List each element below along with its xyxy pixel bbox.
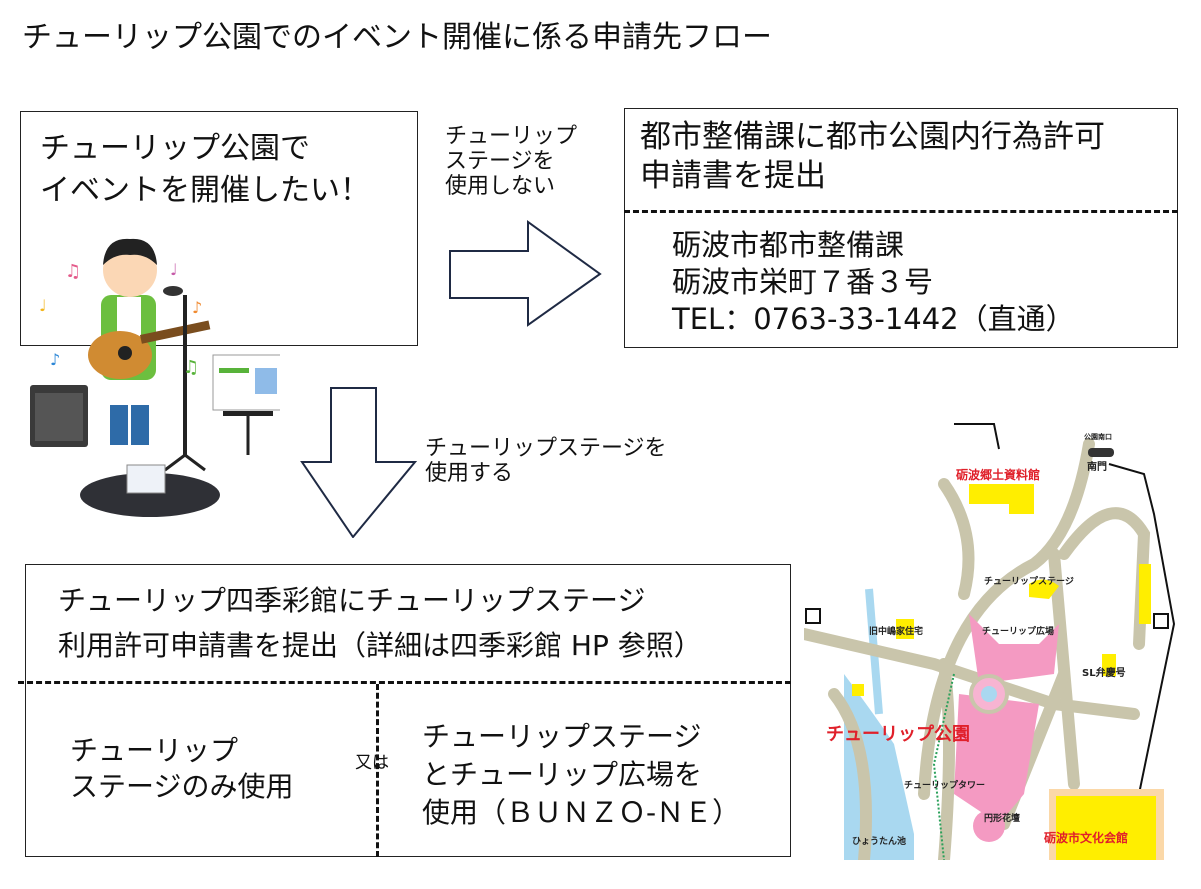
map-label-sl: SL弁慶号 <box>1082 668 1126 679</box>
start-box <box>20 111 418 346</box>
map-label-bus-stop: 公園南口 <box>1084 433 1112 441</box>
map-label-pond: ひょうたん池 <box>852 837 907 847</box>
map-label-stage: チューリップステージ <box>984 577 1074 587</box>
contact-address: 砺波市栄町７番３号 <box>672 265 934 299</box>
map-label-park: チューリップ公園 <box>826 724 970 745</box>
city-planning-heading: 都市整備課に都市公園内行為許可 申請書を提出 <box>640 119 1105 194</box>
stage-application-box <box>25 564 791 857</box>
contact-phone: TEL：0763-33-1442（直通） <box>672 302 1075 336</box>
option-stage-and-plaza: チューリップステージ とチューリップ広場を 使用（ＢＵＮＺＯ-ＮＥ） <box>422 720 741 829</box>
map-label-plaza: チューリップ広場 <box>982 627 1055 637</box>
svg-text:♫: ♫ <box>183 357 199 378</box>
svg-text:♫: ♫ <box>65 261 81 282</box>
svg-text:♪: ♪ <box>192 298 202 317</box>
map-label-museum: 砺波郷土資料館 <box>956 468 1041 482</box>
svg-text:♩: ♩ <box>170 260 178 279</box>
map-label-flowerbed: 円形花壇 <box>984 814 1021 824</box>
down-arrow-icon <box>300 387 418 538</box>
map-label-south-gate: 南門 <box>1087 462 1107 473</box>
right-arrow-icon <box>449 220 602 327</box>
park-map: 公園南口 南門 砺波郷土資料館 チューリップステージ 旧中嶋家住宅 チューリップ… <box>804 414 1184 860</box>
svg-text:♪: ♪ <box>50 350 60 369</box>
contact-office: 砺波市都市整備課 <box>672 228 905 262</box>
use-stage-label: チューリップステージを 使用する <box>425 436 667 486</box>
map-label-old-house: 旧中嶋家住宅 <box>869 627 924 637</box>
stage-application-heading: チューリップ四季彩館にチューリップステージ 利用許可申請書を提出（詳細は四季彩館… <box>58 584 702 662</box>
no-stage-label: チューリップ ステージを 使用しない <box>445 124 578 199</box>
dashed-divider <box>18 681 791 684</box>
map-label-hall: 砺波市文化会館 <box>1044 831 1129 845</box>
city-planning-box <box>624 108 1178 348</box>
singer-with-guitar-illustration: ♫ ♩ ♩ ♪ ♪ ♫ <box>30 238 280 517</box>
page-title: チューリップ公園でのイベント開催に係る申請先フロー <box>22 20 772 55</box>
city-planning-contact: 砺波市都市整備課 砺波市栄町７番３号 TEL：0763-33-1442（直通） <box>672 227 1075 338</box>
vertical-dashed-divider <box>376 684 379 857</box>
option-stage-only: チューリップ ステージのみ使用 <box>70 734 294 803</box>
map-label-tower: チューリップタワー <box>904 781 986 791</box>
or-label: 又は <box>355 753 389 773</box>
svg-text:♩: ♩ <box>39 296 47 315</box>
start-text: チューリップ公園で イベントを開催したい！ <box>40 131 370 208</box>
map-graphic <box>804 423 1176 860</box>
dashed-divider <box>624 210 1178 213</box>
